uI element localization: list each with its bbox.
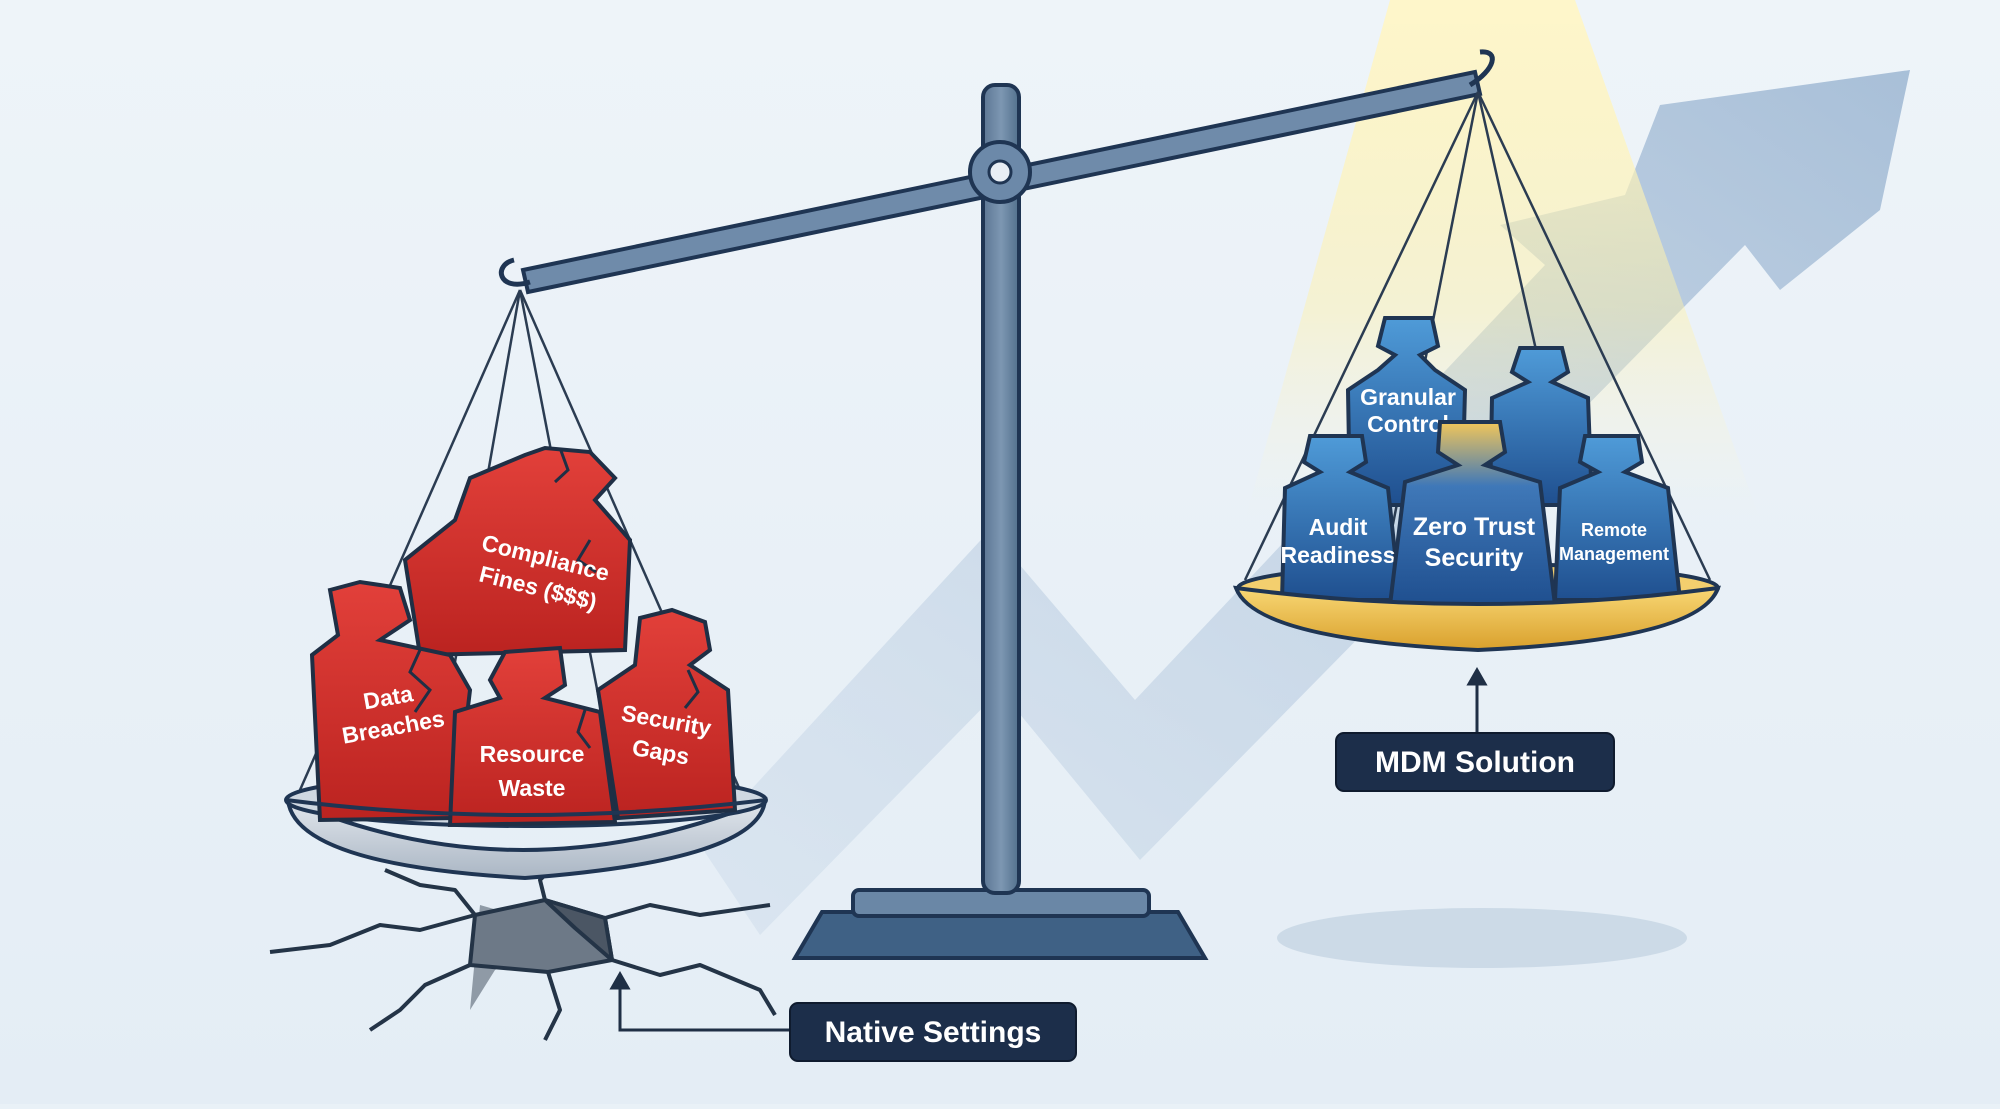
native-settings-text: Native Settings — [825, 1016, 1042, 1049]
weight-label: Security — [1425, 544, 1524, 572]
mdm-pointer-arrow-icon — [1466, 666, 1488, 735]
weight-label: Audit — [1309, 514, 1368, 540]
right-weight-audit-readiness: Audit Readiness — [1279, 434, 1403, 602]
right-weight-zero-trust-security: Zero Trust Security — [1387, 420, 1558, 607]
native-pointer-arrow-icon — [609, 970, 790, 1032]
weight-label: Waste — [499, 775, 566, 801]
weight-label: Management — [1559, 544, 1669, 564]
ground-crack-icon — [269, 858, 777, 1041]
weight-label: Readiness — [1280, 542, 1395, 568]
weight-label: Granular — [1360, 384, 1456, 410]
weight-label: Resource — [480, 741, 585, 767]
weight-label: Zero Trust — [1413, 513, 1536, 541]
left-weight-data-breaches: Data Breaches — [309, 579, 473, 823]
left-pan-rim — [285, 798, 767, 817]
weight-label: Control — [1367, 411, 1449, 437]
weight-label: Remote — [1581, 520, 1647, 540]
right-pan-front — [1232, 585, 1721, 653]
native-settings-label: Native Settings — [789, 1002, 1077, 1062]
mdm-solution-label: MDM Solution — [1335, 732, 1615, 792]
left-weight-compliance-fines: Compliance Fines ($$$) — [402, 445, 633, 658]
scale-stand — [791, 83, 1687, 968]
mdm-solution-text: MDM Solution — [1375, 746, 1575, 779]
left-weight-resource-waste: Resource Waste — [447, 645, 618, 828]
left-weight-security-gaps: Security Gaps — [595, 607, 738, 821]
